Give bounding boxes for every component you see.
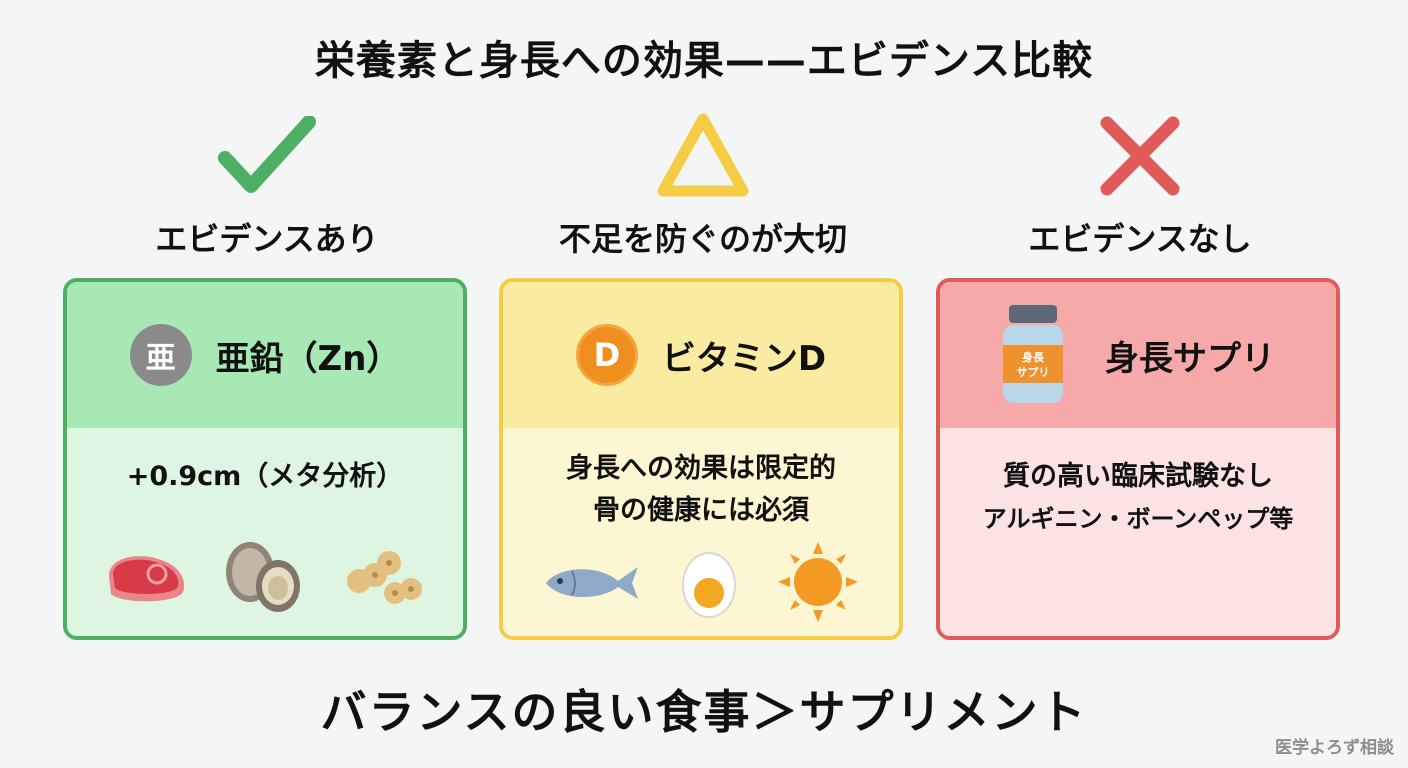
credit: 医学よろず相談 bbox=[1275, 738, 1394, 758]
column-height-supplement: エビデンスなし 身長サプリ 身長サプリ 質の高い臨床試験なし アルギニン・ボーン… bbox=[933, 110, 1347, 640]
card-description: +0.9cm（メタ分析） bbox=[126, 461, 404, 492]
egg-icon bbox=[681, 552, 736, 618]
soybean-icon bbox=[346, 551, 422, 604]
card-name: ビタミンD bbox=[661, 338, 827, 379]
card-name: 亜鉛（Zn） bbox=[215, 338, 401, 379]
zinc-badge-icon: 亜 bbox=[129, 324, 192, 386]
card-description: 身長への効果は限定的 bbox=[566, 453, 836, 484]
status-label: エビデンスあり bbox=[155, 220, 379, 258]
sun-icon bbox=[778, 542, 859, 622]
cross-icon bbox=[933, 110, 1347, 202]
page-title: 栄養素と身長への効果——エビデンス比較 bbox=[314, 38, 1094, 84]
fish-icon bbox=[545, 567, 638, 599]
card-name: 身長サプリ bbox=[1105, 338, 1275, 379]
status-label: 不足を防ぐのが大切 bbox=[558, 220, 847, 258]
check-icon bbox=[60, 110, 474, 202]
svg-text:身長: 身長 bbox=[1022, 350, 1045, 364]
status-label: エビデンスなし bbox=[1028, 220, 1252, 258]
conclusion: バランスの良い食事＞サプリメント bbox=[320, 685, 1088, 739]
column-zinc: エビデンスあり 亜 亜鉛（Zn） +0.9cm（メタ分析） bbox=[60, 110, 474, 640]
supplement-bottle-icon: 身長サプリ bbox=[1003, 305, 1063, 403]
card-description-2: アルギニン・ボーンペップ等 bbox=[982, 505, 1294, 533]
triangle-icon bbox=[496, 110, 910, 202]
card-description: 質の高い臨床試験なし bbox=[1003, 461, 1273, 492]
column-vitamin-d: 不足を防ぐのが大切 D ビタミンD 身長への効果は限定的 骨の健康には必須 bbox=[496, 110, 910, 640]
card-description-2: 骨の健康には必須 bbox=[593, 495, 809, 526]
zinc-card: 亜 亜鉛（Zn） +0.9cm（メタ分析） bbox=[63, 278, 467, 640]
vitamin-d-card: D ビタミンD 身長への効果は限定的 骨の健康には必須 bbox=[499, 278, 903, 640]
oyster-icon bbox=[225, 542, 300, 612]
svg-text:サプリ: サプリ bbox=[1017, 365, 1050, 379]
meat-icon bbox=[109, 556, 185, 602]
height-supplement-card: 身長サプリ 身長サプリ 質の高い臨床試験なし アルギニン・ボーンペップ等 bbox=[936, 278, 1340, 640]
vitamin-d-badge-icon: D bbox=[575, 324, 638, 386]
